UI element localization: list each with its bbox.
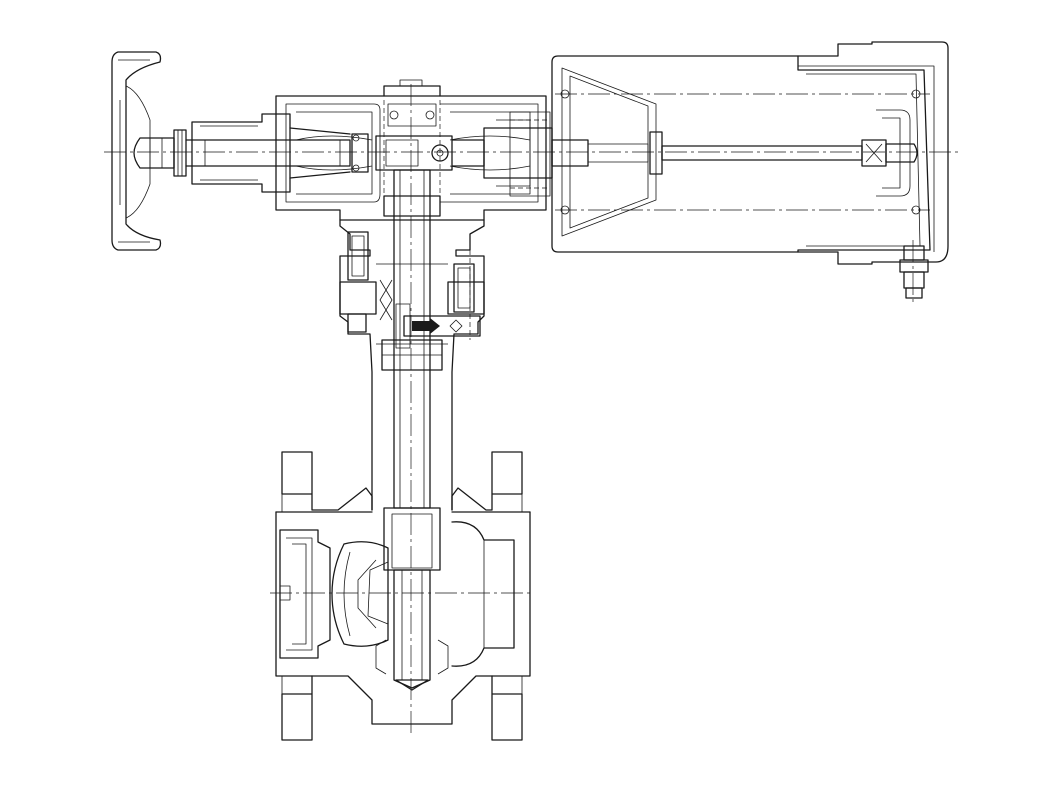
handwheel-shaft	[185, 113, 351, 193]
actuator-housing	[551, 41, 949, 299]
yoke	[339, 219, 485, 511]
center-lines	[104, 84, 958, 735]
stem	[381, 169, 443, 509]
position-indicator	[395, 303, 481, 349]
lower-stem	[375, 507, 449, 691]
handwheel	[111, 51, 187, 251]
hidden-lines	[383, 100, 471, 340]
ball	[331, 541, 389, 647]
valve-body	[275, 451, 531, 741]
gear-housing	[275, 79, 663, 221]
inlet-seat	[279, 529, 331, 659]
outlet-port	[451, 521, 515, 667]
